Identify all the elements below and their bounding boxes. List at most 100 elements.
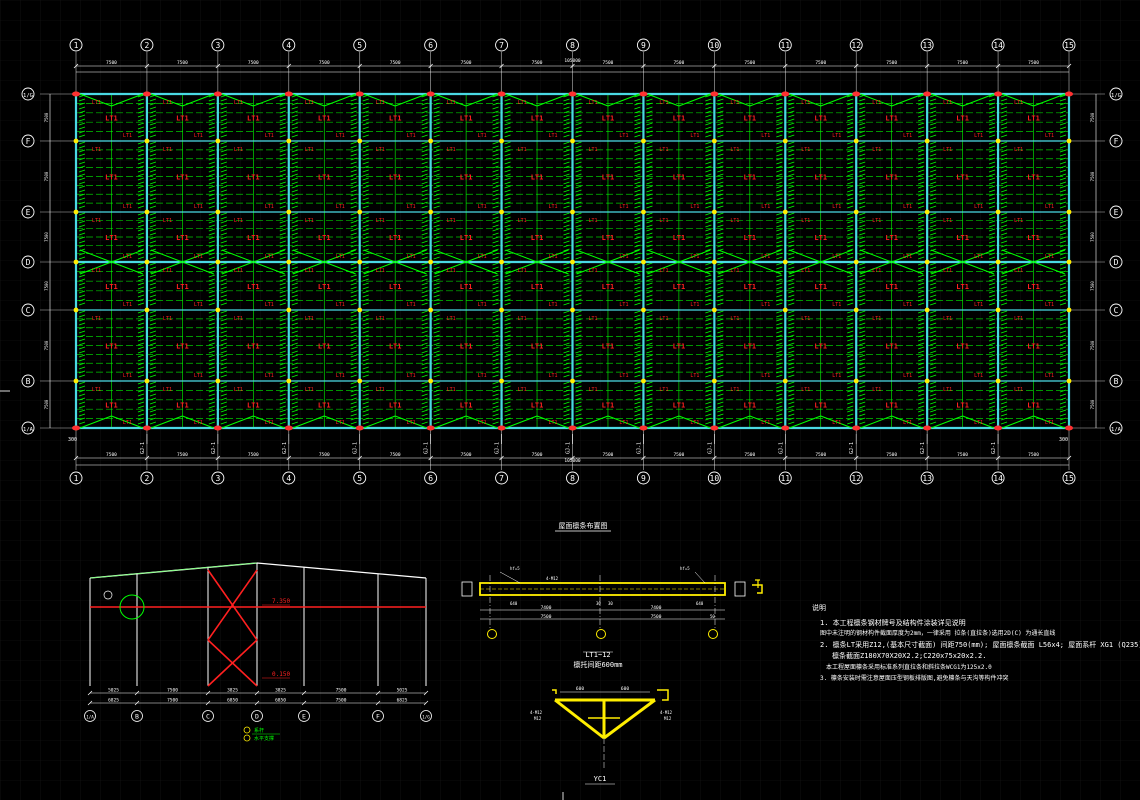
section-axis-label: 1/A [86, 715, 94, 720]
column-node [641, 209, 646, 215]
brace-line [647, 93, 680, 107]
tie-tick [634, 330, 641, 334]
tie-tick [776, 157, 783, 161]
section-dimension-text: 7500 [336, 688, 347, 694]
bay-label: LT1 [673, 283, 686, 291]
tie-tick [492, 110, 499, 114]
tie-tick [930, 381, 937, 385]
tie-tick [362, 236, 369, 240]
vertical-dimension-text: 7500 [44, 281, 49, 291]
axis-bubble-top [211, 38, 225, 52]
tie-tick [433, 342, 440, 346]
tie-tick [1059, 145, 1067, 149]
tie-tick [350, 366, 357, 370]
tie-tick [291, 236, 298, 240]
tie-tick [575, 181, 582, 185]
tie-tick [563, 322, 570, 326]
tie-tick [504, 274, 511, 278]
total-dimension-text: 105000 [564, 58, 581, 64]
tie-tick [1000, 212, 1008, 216]
bay-label: LT1 [105, 343, 118, 351]
tie-tick [788, 149, 795, 153]
tie-tick [988, 236, 996, 240]
tie-tick [350, 169, 357, 173]
tie-tick [433, 181, 440, 185]
bay-label: LT1 [956, 343, 969, 351]
tie-tick [291, 169, 298, 173]
row-bubble-right [1109, 205, 1123, 219]
column-node [357, 209, 363, 215]
tie-tick [930, 189, 937, 193]
tie-tick [847, 181, 854, 185]
tie-tick [847, 118, 854, 122]
tie-tick [433, 270, 440, 274]
purlin-tag: LT1 [589, 387, 598, 393]
tie-tick [504, 212, 511, 216]
column-base-top [497, 91, 506, 97]
axis-bubble-bottom [211, 471, 225, 485]
purlin-tag: LT1 [943, 100, 952, 106]
purlin-tag: LT1 [376, 147, 385, 153]
tie-tick [776, 153, 783, 157]
axis-label: 7 [499, 41, 504, 50]
tie-tick [1059, 342, 1067, 346]
tie-tick [788, 350, 795, 354]
dimension-tick [783, 63, 788, 69]
tie-tick [1000, 401, 1008, 405]
tie-tick [137, 145, 145, 149]
tie-tick [988, 157, 996, 161]
tie-tick [492, 212, 499, 216]
tie-tick [350, 177, 357, 181]
tie-tick [859, 417, 866, 421]
tie-tick [705, 114, 712, 118]
tie-tick [634, 342, 641, 346]
purlin-tag: LT1 [265, 133, 274, 139]
tie-tick [575, 262, 582, 266]
tie-tick [433, 193, 440, 197]
tie-tick [362, 385, 369, 389]
tie-tick [433, 362, 440, 366]
tie-tick [859, 236, 866, 240]
purlin-tag: LT1 [730, 268, 739, 274]
bay-label: LT1 [176, 402, 189, 410]
vertical-dimension-text: 7500 [1090, 171, 1095, 181]
tie-tick [563, 134, 570, 138]
tie-tick [1000, 240, 1008, 244]
tie-tick [859, 189, 866, 193]
tie-tick [788, 417, 795, 421]
tie-tick [78, 224, 86, 228]
tie-tick [575, 326, 582, 330]
tie-tick [918, 274, 925, 278]
tie-tick [988, 338, 996, 342]
brace-line [111, 415, 144, 429]
tie-tick [208, 413, 215, 417]
tie-tick [421, 201, 428, 205]
tie-tick [1059, 244, 1067, 248]
purlin-tag: LT1 [619, 302, 628, 308]
tie-tick [634, 326, 641, 330]
tie-tick [208, 122, 215, 126]
tie-tick [492, 232, 499, 236]
tie-tick [492, 290, 499, 294]
tie-tick [78, 173, 86, 177]
tie-tick [634, 201, 641, 205]
tie-tick [1000, 266, 1008, 270]
bay-label: LT1 [460, 283, 473, 291]
purlin-tag: LT1 [376, 387, 385, 393]
tie-tick [918, 302, 925, 306]
tie-tick [705, 397, 712, 401]
tie-tick [421, 262, 428, 266]
tie-tick [930, 330, 937, 334]
tie-tick [788, 134, 795, 138]
tie-tick [634, 385, 641, 389]
tie-tick [646, 290, 653, 294]
tie-tick [421, 224, 428, 228]
tie-tick [717, 358, 724, 362]
axis-label: 6 [428, 474, 433, 483]
tie-tick [220, 118, 227, 122]
tie-tick [634, 421, 641, 425]
tie-tick [220, 389, 227, 393]
tie-tick [634, 106, 641, 110]
